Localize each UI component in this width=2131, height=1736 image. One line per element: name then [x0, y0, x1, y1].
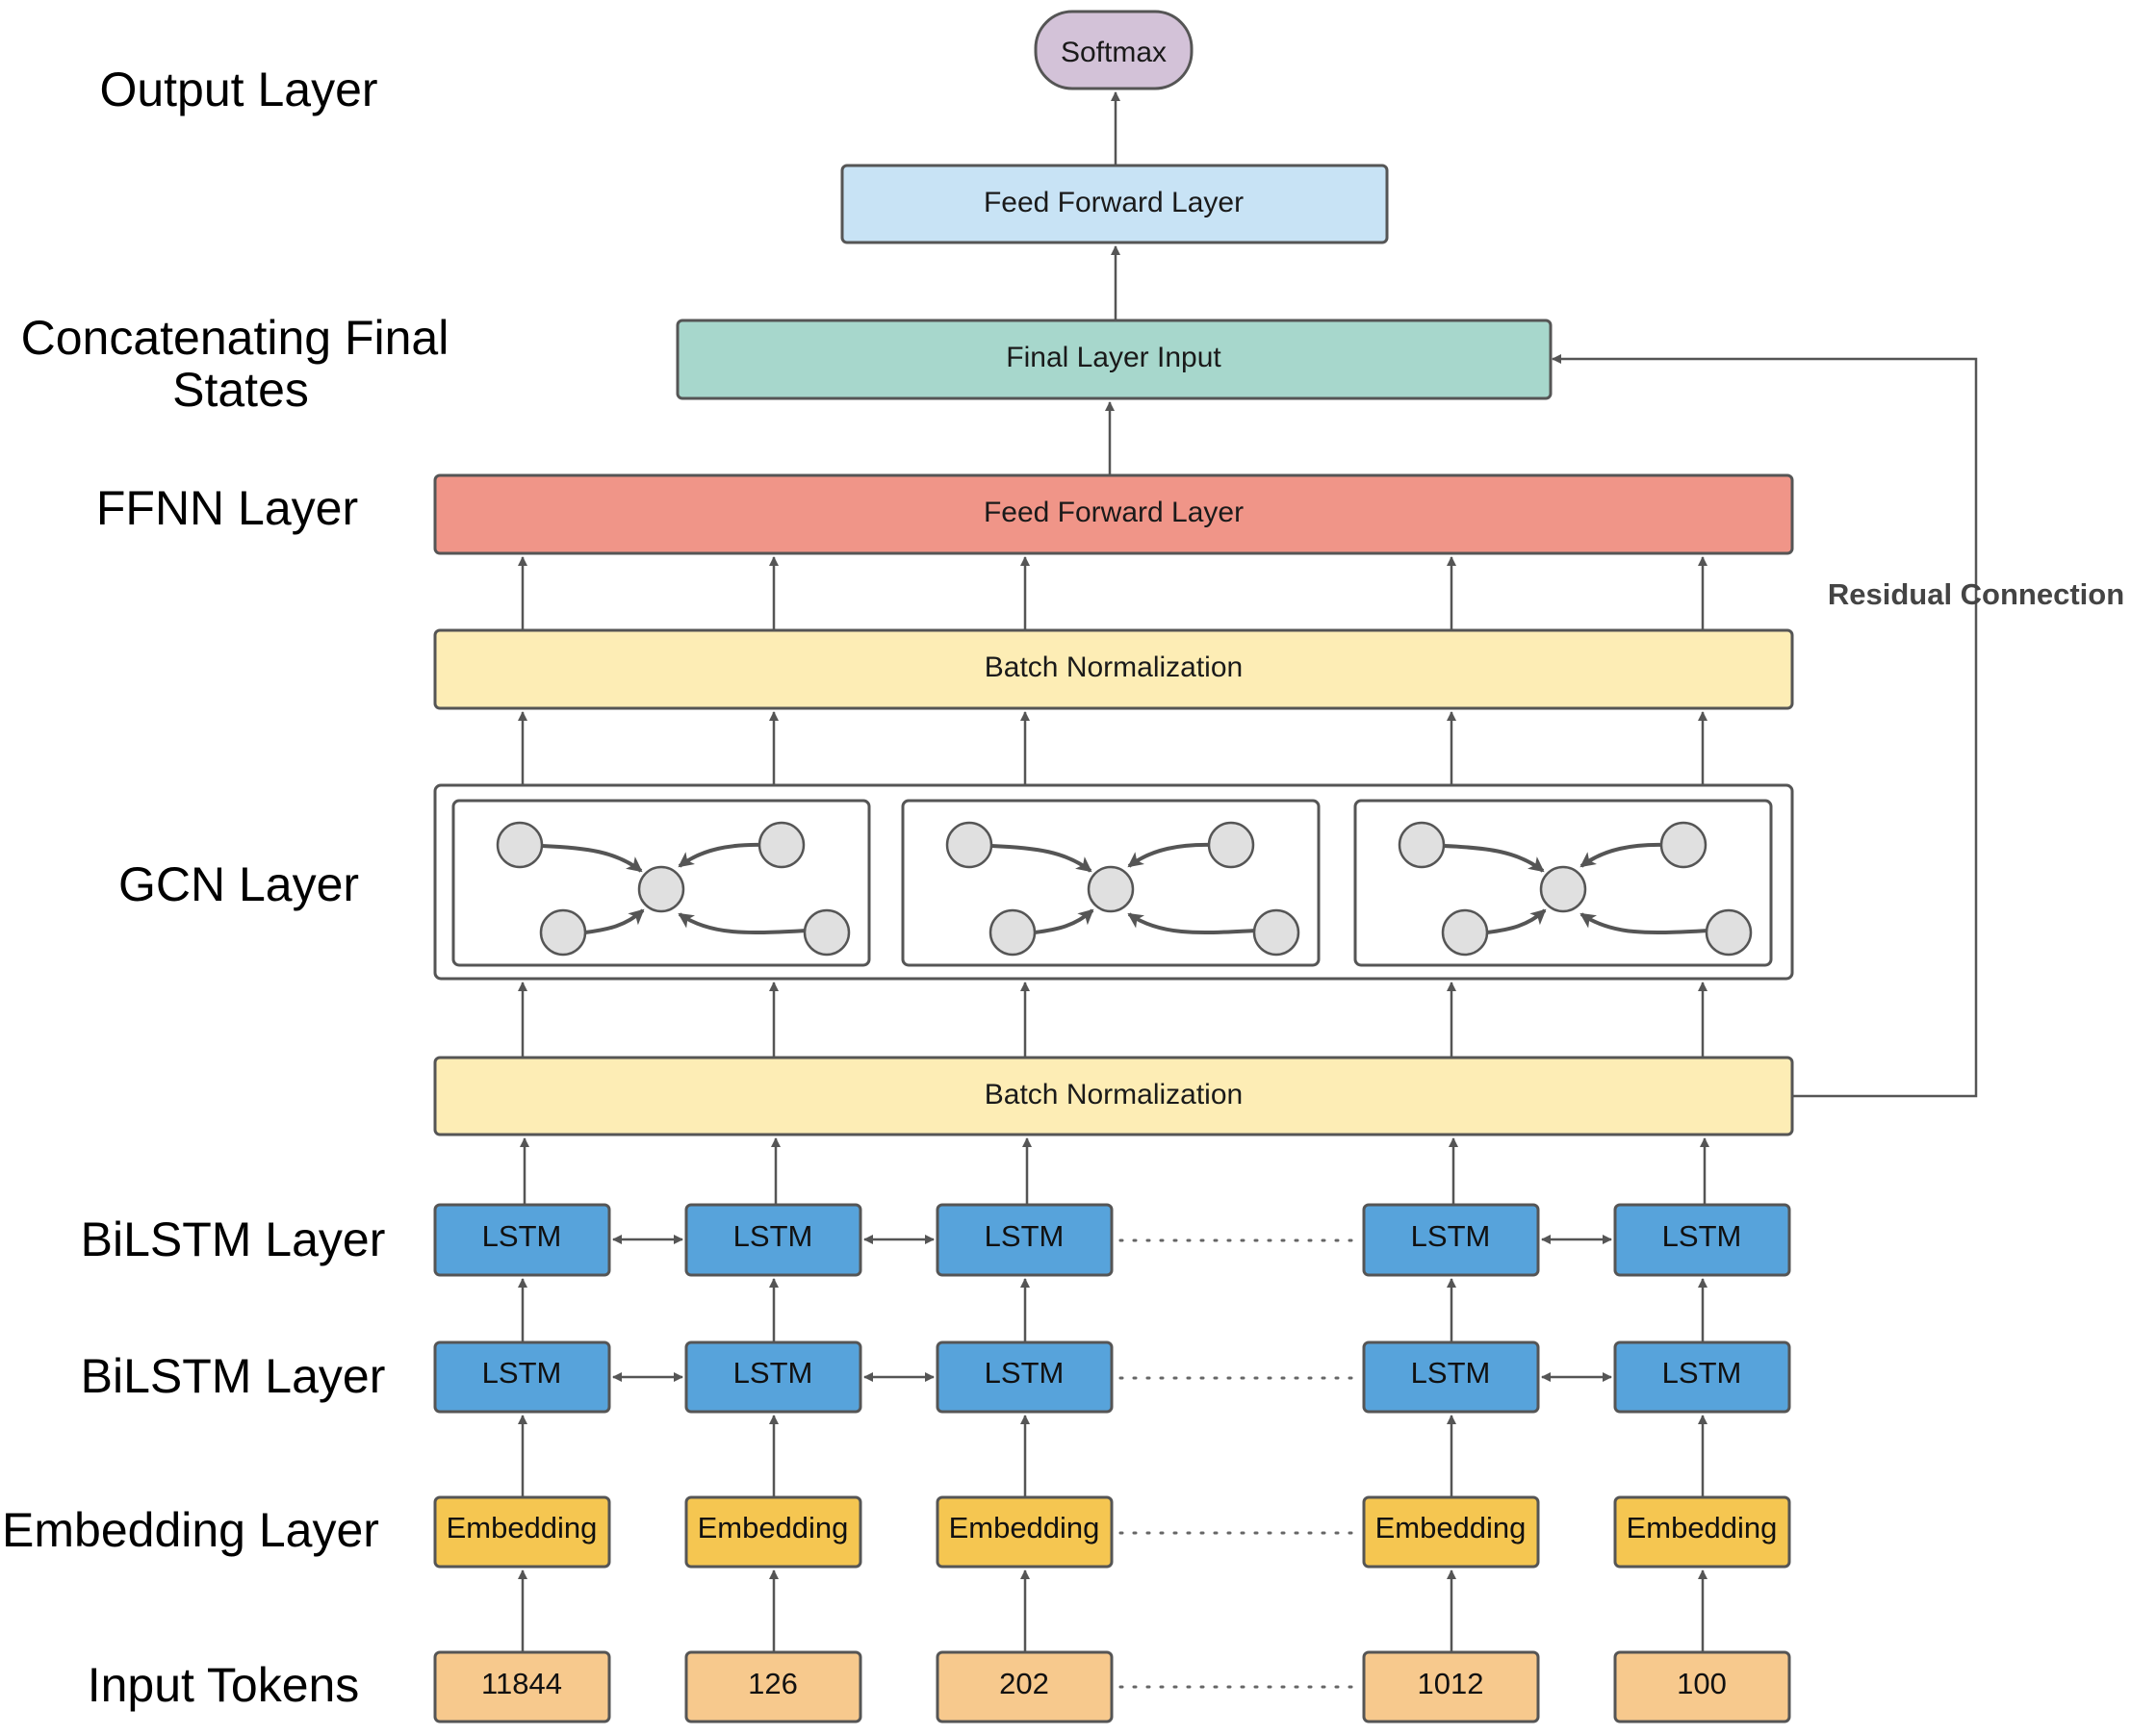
lstm-label: LSTM — [1662, 1219, 1742, 1253]
lstm-cell — [1362, 1340, 1540, 1414]
lstm-label: LSTM — [1662, 1356, 1742, 1390]
gcn-panel-3 — [1353, 799, 1773, 967]
arrows-bn-top-to-ffnn — [518, 556, 1707, 630]
input-token-value: 11844 — [481, 1667, 562, 1700]
lstm-cell — [1362, 1203, 1540, 1277]
lstm-cell — [433, 1203, 611, 1277]
embedding-cell — [684, 1495, 862, 1569]
arrows-gcn-to-bn-top — [518, 711, 1707, 785]
gcn-node — [496, 821, 544, 869]
arrows-bn-bottom-to-gcn — [518, 982, 1707, 1058]
gcn-node — [1398, 821, 1446, 869]
gcn-node — [757, 821, 806, 869]
gcn-node — [1659, 821, 1707, 869]
embedding-row: Embedding Embedding Embedding Embedding … — [433, 1495, 1791, 1569]
embedding-label: Embedding — [1627, 1511, 1778, 1545]
label-concat-line2: States — [172, 363, 309, 417]
input-token-value: 126 — [748, 1667, 798, 1700]
final-layer-input-box — [676, 319, 1553, 400]
lstm-label: LSTM — [482, 1219, 562, 1253]
residual-connection-label: Residual Connection — [1828, 577, 2124, 611]
gcn-node — [1087, 865, 1135, 913]
lstm-label: LSTM — [482, 1356, 562, 1390]
lstm-cell — [433, 1340, 611, 1414]
batch-norm-top-label: Batch Normalization — [985, 651, 1243, 683]
embedding-label: Embedding — [1375, 1511, 1527, 1545]
input-token-value: 1012 — [1418, 1667, 1484, 1700]
gcn-node — [803, 908, 851, 957]
lstm-cell — [1613, 1203, 1791, 1277]
embedding-label: Embedding — [949, 1511, 1100, 1545]
gcn-node — [1441, 908, 1489, 957]
ffnn-feed-forward-label: Feed Forward Layer — [984, 497, 1244, 528]
gcn-node — [637, 865, 685, 913]
lstm-cell — [936, 1203, 1114, 1277]
embedding-cell — [1362, 1495, 1540, 1569]
gcn-node — [1252, 908, 1300, 957]
input-token-cell — [433, 1650, 611, 1723]
gcn-node — [1705, 908, 1753, 957]
arrows-lstm-to-bn-bottom — [520, 1137, 1709, 1205]
lstm-label: LSTM — [1411, 1219, 1491, 1253]
residual-connection-arrow — [1552, 354, 1978, 1098]
batch-norm-top-box — [433, 628, 1794, 710]
embedding-cell — [936, 1495, 1114, 1569]
label-concat-line1: Concatenating Final — [21, 311, 449, 365]
label-bilstm-bottom: BiLSTM Layer — [81, 1349, 386, 1403]
batch-norm-bottom-label: Batch Normalization — [985, 1079, 1243, 1111]
softmax-label: Softmax — [1061, 37, 1167, 68]
gcn-panel-1 — [451, 799, 871, 967]
gcn-node — [988, 908, 1037, 957]
gcn-node — [539, 908, 587, 957]
lstm-label: LSTM — [733, 1219, 813, 1253]
input-tokens-row: 11844 126 202 1012 100 — [433, 1650, 1791, 1723]
gcn-node — [945, 821, 993, 869]
bilstm-bottom-row: LSTM LSTM LSTM LSTM LSTM — [433, 1340, 1791, 1414]
input-token-value: 100 — [1677, 1667, 1727, 1700]
softmax-node — [1034, 10, 1194, 90]
embedding-label: Embedding — [447, 1511, 598, 1545]
arrows-lstm-bottom-to-top — [518, 1278, 1707, 1342]
lstm-cell — [684, 1203, 862, 1277]
lstm-cell — [1613, 1340, 1791, 1414]
lstm-cell — [684, 1340, 862, 1414]
ffnn-feed-forward-box — [433, 473, 1794, 555]
label-output-layer: Output Layer — [99, 63, 377, 116]
label-gcn-layer: GCN Layer — [118, 857, 359, 911]
lstm-label: LSTM — [733, 1356, 813, 1390]
bilstm-top-row: LSTM LSTM LSTM LSTM LSTM — [433, 1203, 1791, 1277]
lstm-label: LSTM — [985, 1356, 1065, 1390]
gcn-node — [1539, 865, 1587, 913]
label-embedding-layer: Embedding Layer — [2, 1503, 379, 1557]
arrows-input-to-embedding — [518, 1570, 1707, 1652]
final-layer-input-label: Final Layer Input — [1006, 342, 1221, 373]
gcn-panel-2 — [901, 799, 1321, 967]
lstm-label: LSTM — [1411, 1356, 1491, 1390]
label-bilstm-top: BiLSTM Layer — [81, 1213, 386, 1266]
embedding-label: Embedding — [698, 1511, 849, 1545]
feed-forward-output-label: Feed Forward Layer — [984, 187, 1244, 218]
gcn-node — [1207, 821, 1255, 869]
lstm-cell — [936, 1340, 1114, 1414]
input-token-cell — [684, 1650, 862, 1723]
lstm-label: LSTM — [985, 1219, 1065, 1253]
label-ffnn-layer: FFNN Layer — [96, 481, 358, 535]
input-token-cell — [936, 1650, 1114, 1723]
arrows-embedding-to-lstm — [518, 1415, 1707, 1497]
embedding-cell — [433, 1495, 611, 1569]
label-input-tokens: Input Tokens — [88, 1658, 360, 1712]
input-token-value: 202 — [999, 1667, 1049, 1700]
input-token-cell — [1362, 1650, 1540, 1723]
input-token-cell — [1613, 1650, 1791, 1723]
embedding-cell — [1613, 1495, 1791, 1569]
